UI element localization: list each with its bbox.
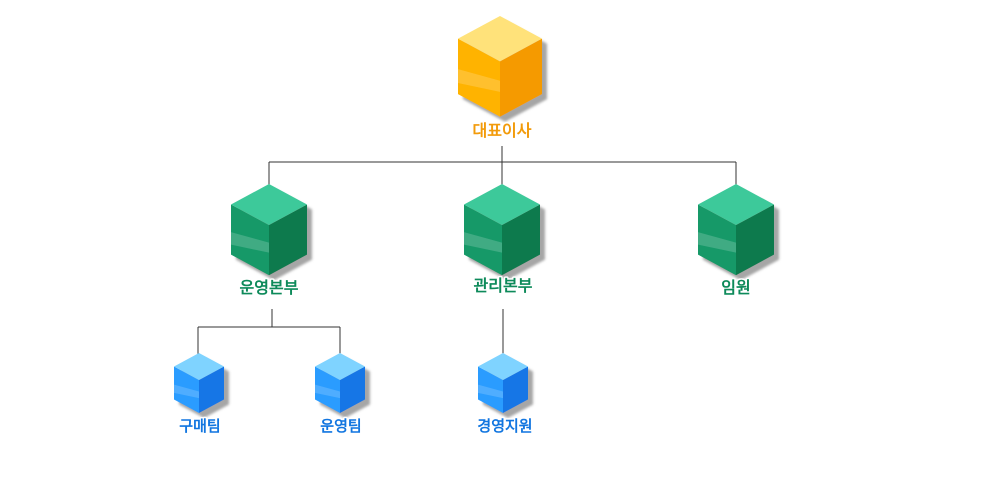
team-label-2: 운영팀 xyxy=(320,417,361,435)
cube-face-top xyxy=(231,184,307,226)
team-1-cube-icon xyxy=(174,353,224,413)
cube-face-right xyxy=(500,38,542,117)
division-2-cube-icon xyxy=(464,184,540,276)
team-3-cube-icon xyxy=(478,353,528,413)
cube-face-right xyxy=(199,366,224,413)
division-3-cube-icon xyxy=(698,184,774,276)
division-label-3: 임원 xyxy=(721,278,750,297)
cube-highlight xyxy=(478,384,503,399)
cube-face-top xyxy=(315,353,365,380)
cube-face-right xyxy=(502,204,540,276)
ceo-label: 대표이사 xyxy=(473,121,532,140)
team-2-cube-icon xyxy=(315,353,365,413)
division-label-2: 관리본부 xyxy=(474,276,533,295)
division-label-1: 운영본부 xyxy=(240,278,299,297)
team-label-1: 구매팀 xyxy=(179,417,220,435)
cube-face-right xyxy=(340,366,365,413)
cube-face-right xyxy=(736,204,774,276)
team-label-3: 경영지원 xyxy=(477,417,532,435)
ceo-cube-icon xyxy=(458,16,542,117)
connector-lines xyxy=(197,146,737,360)
cube-highlight xyxy=(315,384,340,399)
cube-face-right xyxy=(269,204,307,276)
cube-highlight xyxy=(464,232,502,253)
cube-face-right xyxy=(503,366,528,413)
cube-highlight xyxy=(458,69,500,92)
cube-highlight xyxy=(231,232,269,253)
cube-face-top xyxy=(464,184,540,226)
cube-face-top xyxy=(174,353,224,380)
cube-highlight xyxy=(698,232,736,253)
cube-face-top xyxy=(698,184,774,226)
cube-face-top xyxy=(458,16,542,62)
division-1-cube-icon xyxy=(231,184,307,276)
cube-face-top xyxy=(478,353,528,380)
cube-highlight xyxy=(174,384,199,399)
